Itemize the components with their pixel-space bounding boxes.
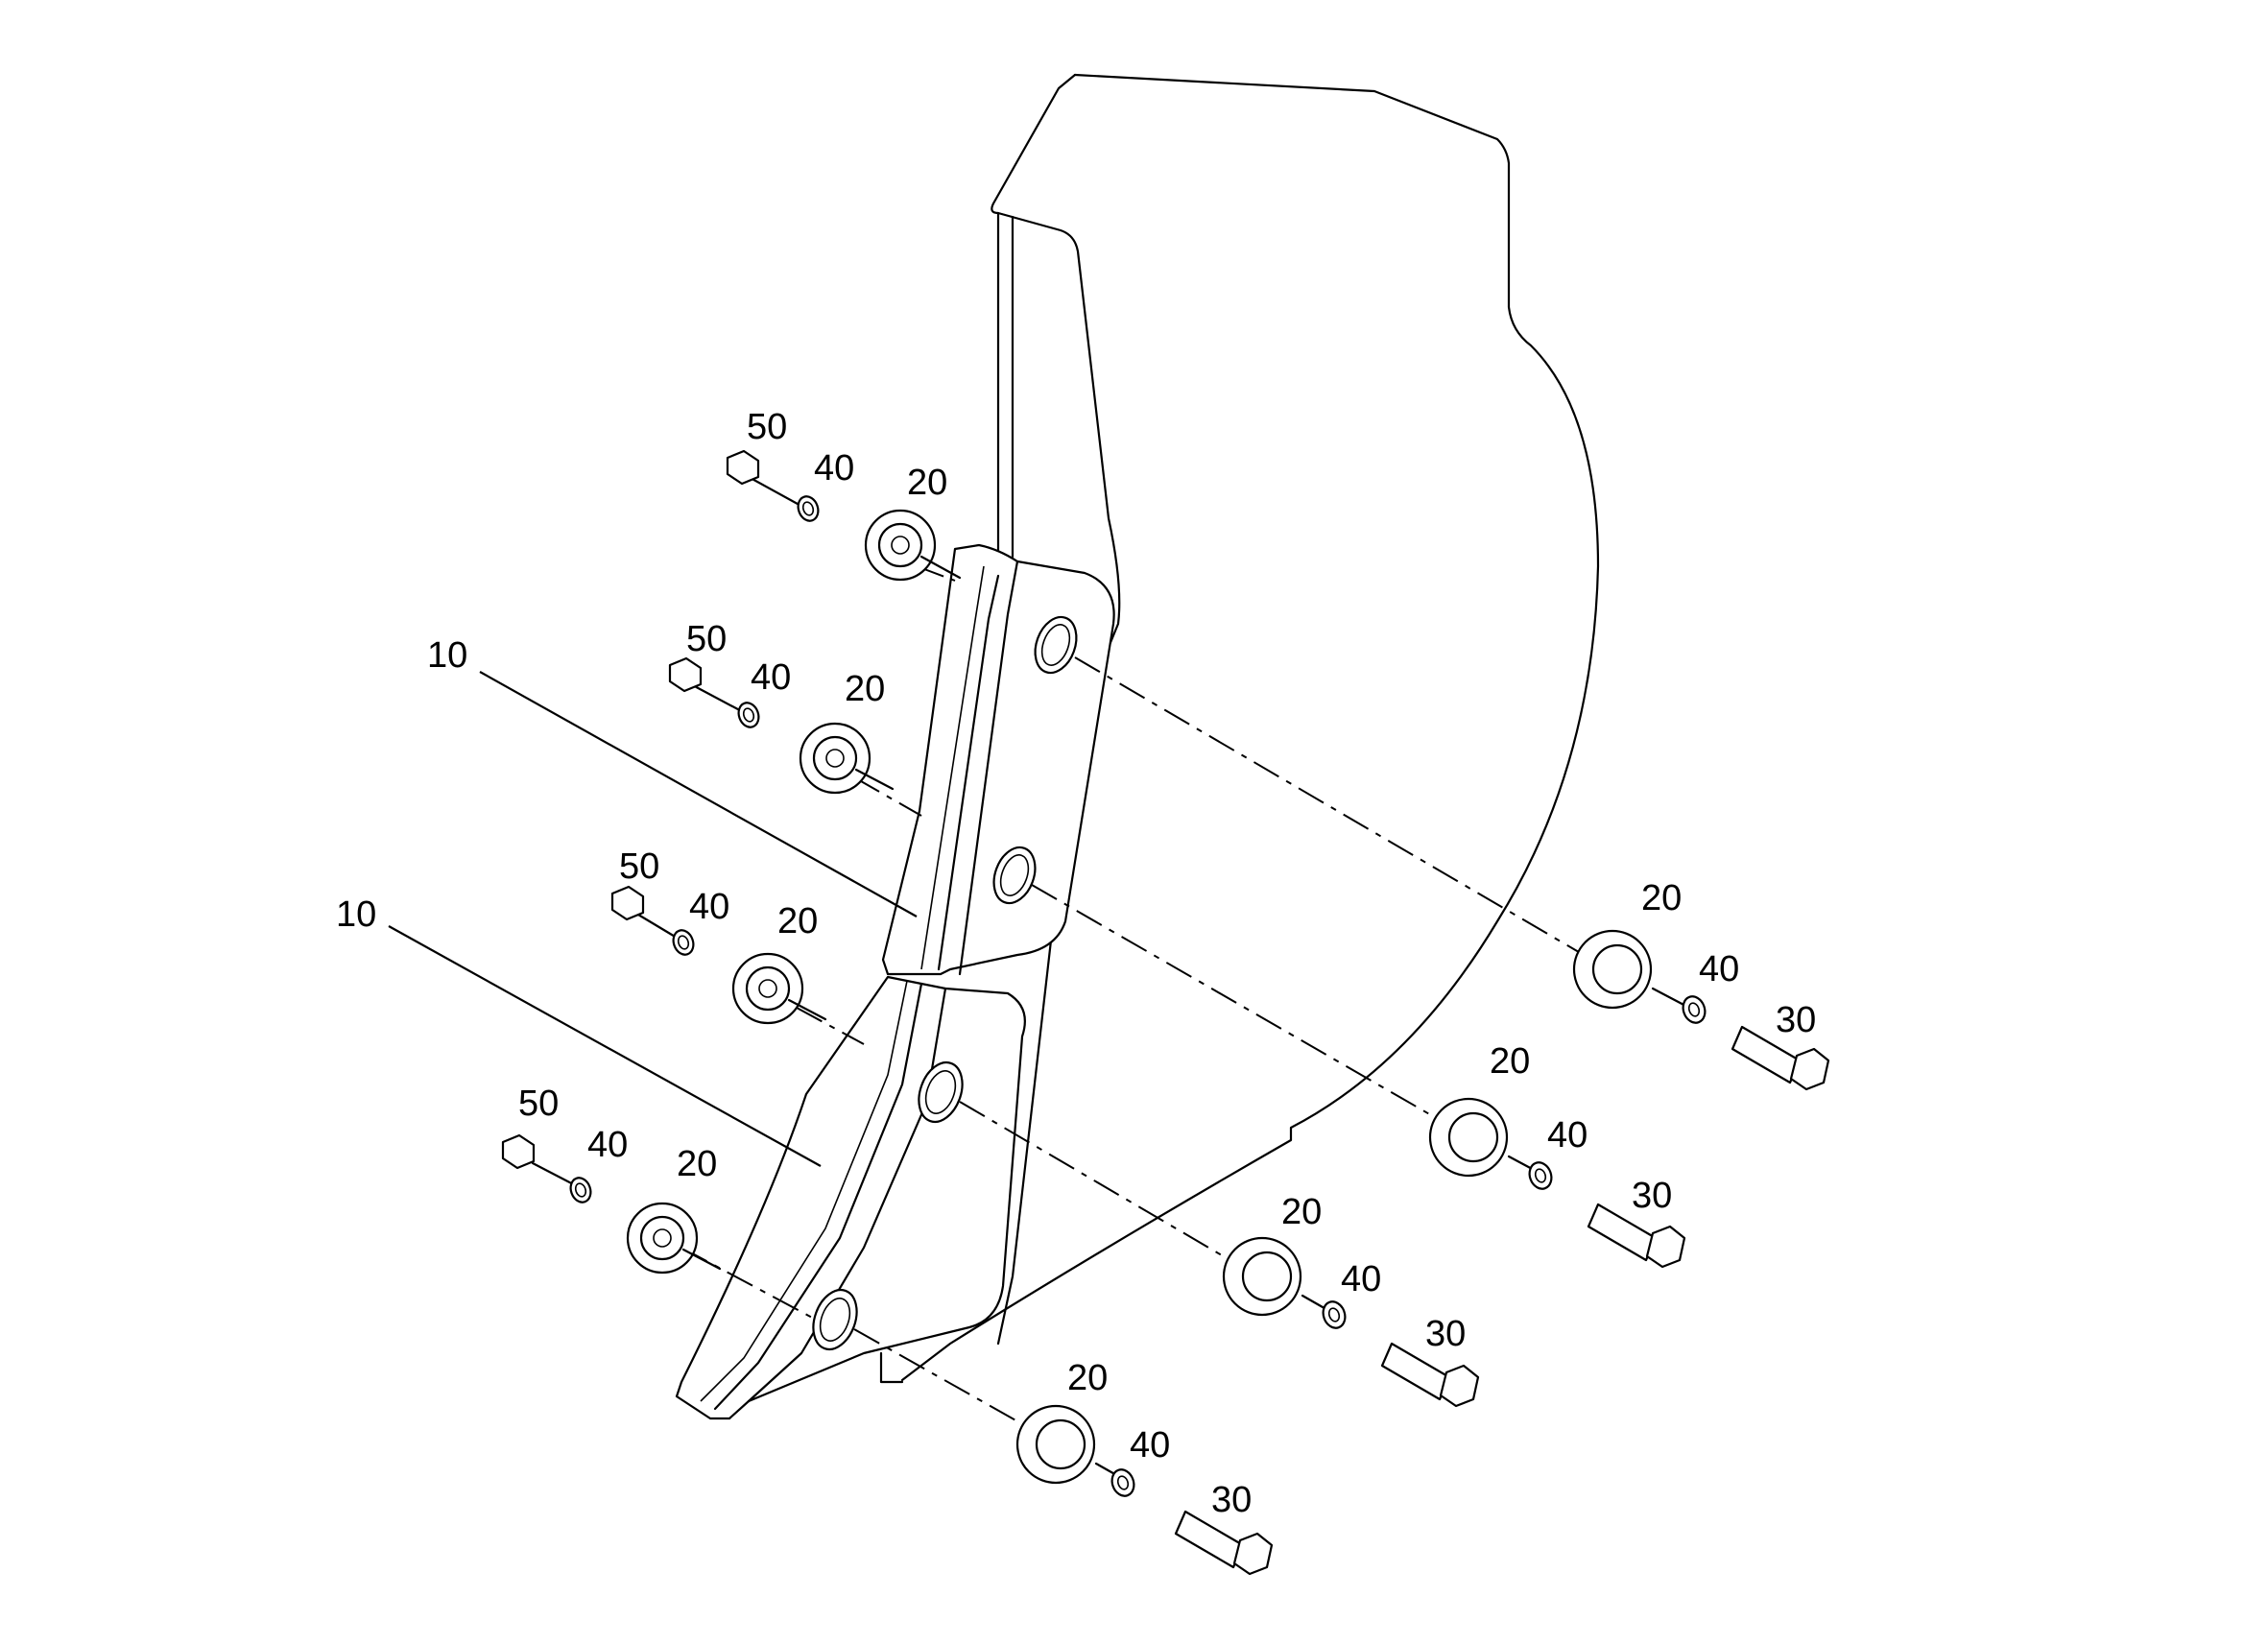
callout-wear-plate-lower: 10 xyxy=(336,894,376,935)
callout-left-clamp-1: 20 xyxy=(907,463,947,503)
lock-washer xyxy=(1110,1468,1135,1497)
right-hardware-row-2 xyxy=(1428,1097,1686,1269)
callout-left-nut-4: 50 xyxy=(518,1084,559,1124)
shank-body xyxy=(900,73,1600,1382)
callout-right-bolt-1: 30 xyxy=(1776,1000,1816,1040)
leader-line-lower-plate xyxy=(388,925,822,1167)
callout-left-clamp-2: 20 xyxy=(845,669,885,709)
callout-right-washer-1: 40 xyxy=(1699,949,1739,989)
right-hardware-row-1 xyxy=(1572,929,1830,1091)
callout-left-washer-1: 40 xyxy=(814,448,854,488)
callout-right-bolt-3: 30 xyxy=(1425,1314,1466,1354)
lock-washer xyxy=(737,702,760,728)
lock-washer xyxy=(797,495,820,522)
hex-nut xyxy=(668,656,703,693)
callout-right-bolt-4: 30 xyxy=(1211,1480,1252,1520)
lock-washer xyxy=(1322,1300,1347,1329)
callout-left-washer-2: 40 xyxy=(751,657,791,698)
callout-right-washer-2: 40 xyxy=(1547,1115,1588,1156)
callout-right-bolt-2: 30 xyxy=(1632,1176,1672,1216)
callout-right-washer-3: 40 xyxy=(1341,1259,1381,1299)
lock-washer xyxy=(1682,995,1707,1024)
lock-washer xyxy=(1528,1161,1553,1190)
hex-bolt xyxy=(1174,1510,1245,1569)
wear-plate-upper xyxy=(881,543,1115,976)
leader-line-upper-plate xyxy=(479,671,918,917)
hex-nut xyxy=(610,885,645,921)
left-hardware-row-3 xyxy=(610,885,827,1025)
callout-right-washer-4: 40 xyxy=(1130,1425,1170,1465)
callout-left-nut-3: 50 xyxy=(619,846,659,887)
callout-left-nut-2: 50 xyxy=(686,619,727,659)
callout-labels: 10 10 50 40 20 50 40 20 50 40 20 50 40 2… xyxy=(336,407,1816,1520)
lock-washer xyxy=(569,1177,592,1203)
right-hardware-row-4 xyxy=(1015,1404,1274,1576)
callout-left-washer-3: 40 xyxy=(689,887,729,927)
left-hardware-row-4 xyxy=(501,1133,722,1275)
hex-nut xyxy=(726,449,760,486)
callout-right-clamp-3: 20 xyxy=(1281,1192,1322,1232)
callout-right-clamp-1: 20 xyxy=(1641,878,1682,918)
callout-left-nut-1: 50 xyxy=(747,407,787,447)
hex-bolt xyxy=(1731,1025,1802,1084)
hex-bolt xyxy=(1587,1203,1658,1262)
left-hardware-row-2 xyxy=(668,656,895,795)
callout-left-clamp-3: 20 xyxy=(777,901,818,941)
hex-nut xyxy=(501,1133,536,1170)
callout-left-clamp-4: 20 xyxy=(677,1144,717,1184)
wear-plate-lower xyxy=(675,975,1026,1420)
left-hardware-row-1 xyxy=(726,449,962,582)
callout-left-washer-4: 40 xyxy=(587,1125,628,1165)
callout-right-clamp-2: 20 xyxy=(1490,1041,1530,1082)
right-hardware-row-3 xyxy=(1222,1236,1480,1408)
hex-bolt xyxy=(1380,1342,1451,1401)
callout-wear-plate-upper: 10 xyxy=(427,635,467,676)
callout-right-clamp-4: 20 xyxy=(1067,1358,1108,1398)
lock-washer xyxy=(672,929,695,956)
